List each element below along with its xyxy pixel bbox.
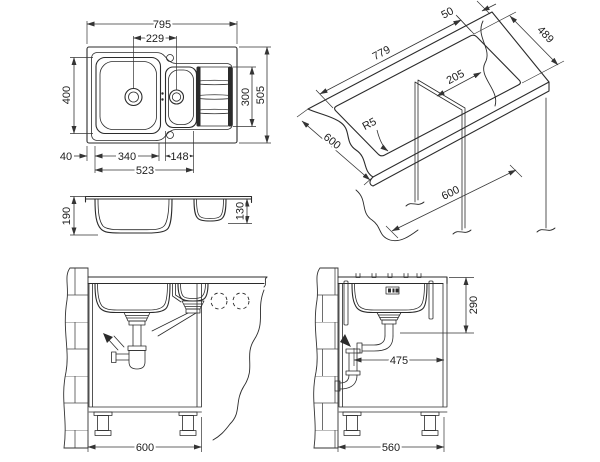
dim-label-600-front: 600 — [136, 442, 154, 454]
overflow-pipe — [172, 283, 185, 303]
dim-label-300: 300 — [240, 88, 252, 106]
dim-label-r5: R5 — [361, 116, 379, 133]
cabinet-front — [88, 283, 202, 413]
dim-label-523: 523 — [136, 165, 154, 177]
cabinet-side — [338, 283, 448, 413]
worktop-side — [337, 276, 448, 285]
worktop-thickness — [369, 81, 550, 187]
sink-outline — [86, 46, 238, 144]
main-bowl-section-inner — [97, 198, 170, 231]
half-drain — [168, 89, 185, 105]
drainer-rib-right — [228, 66, 232, 127]
main-bowl-inner — [99, 61, 157, 130]
mounting-bracket-left — [343, 280, 349, 326]
worktop-front — [87, 276, 268, 285]
wall-hatch — [63, 267, 89, 449]
main-bowl — [95, 56, 162, 135]
tap-hole-bottom — [166, 131, 174, 139]
half-bowl-front-inner — [180, 283, 206, 299]
mounting-bracket-right — [428, 280, 434, 320]
dim-779 — [319, 19, 462, 95]
waste-plumbing — [103, 300, 205, 370]
plan-view: 795 229 400 300 505 40 340 148 523 — [58, 17, 271, 179]
main-bowl-section — [94, 198, 173, 234]
cabinet-foot — [342, 411, 362, 436]
install-front-view: 600 — [63, 267, 268, 456]
rim-section — [84, 195, 253, 204]
dim-600-worktop — [301, 120, 371, 181]
section-break — [212, 289, 265, 441]
ext-600-left — [296, 108, 374, 186]
dim-label-505: 505 — [255, 86, 267, 104]
fixing-clips — [355, 273, 422, 278]
dim-label-205: 205 — [445, 68, 467, 87]
knockout-circle — [232, 292, 250, 310]
half-bowl-inner — [168, 69, 194, 125]
cabinet-foot — [178, 411, 198, 436]
dim-205 — [436, 72, 482, 97]
dim-label-229: 229 — [146, 33, 164, 45]
dim-label-130: 130 — [235, 202, 247, 220]
half-bowl-section — [193, 198, 227, 222]
dim-label-489: 489 — [534, 24, 555, 46]
ext-290 — [400, 277, 474, 334]
ext-400 — [70, 57, 93, 134]
cutout-view: 779 489 50 205 R5 600 600 — [296, 0, 565, 242]
dim-50-left — [437, 19, 462, 33]
wall-hatch — [313, 267, 339, 449]
half-bowl-section-inner — [196, 198, 224, 219]
worktop-break — [263, 276, 268, 288]
cabinet-foot — [93, 411, 113, 436]
install-side-view: 290 475 560 — [313, 267, 482, 456]
overflow-dot — [161, 98, 164, 101]
dim-label-50: 50 — [439, 5, 455, 21]
section-view: 190 130 — [59, 195, 253, 236]
tap-hole-top — [166, 54, 174, 62]
cabinet-panel-edge — [414, 79, 547, 231]
ext-779 — [315, 15, 475, 109]
dim-50-right — [481, 3, 497, 12]
pressed-contour — [91, 52, 233, 141]
dim-label-795: 795 — [153, 19, 171, 31]
dim-label-340: 340 — [118, 151, 136, 163]
ext-229 — [133, 36, 177, 90]
dim-label-600-base: 600 — [440, 184, 462, 203]
waste-plumbing-side — [334, 312, 402, 392]
dim-600-base — [391, 169, 517, 232]
dim-label-40: 40 — [60, 151, 72, 163]
dim-label-475: 475 — [390, 355, 408, 367]
main-drain — [124, 87, 143, 107]
ext-600-bottom — [385, 164, 523, 239]
overflow-dot — [161, 92, 164, 95]
drainer-grooves — [197, 66, 232, 127]
main-bowl-front-inner — [97, 283, 168, 311]
worktop-break-right — [480, 20, 497, 107]
leader-r5 — [376, 129, 389, 152]
cabinet-break-bottoms — [405, 201, 556, 235]
dim-label-190: 190 — [61, 207, 73, 225]
main-drain-inner — [128, 91, 139, 103]
dim-label-560: 560 — [382, 442, 400, 454]
cutout-opening — [334, 34, 521, 157]
cabinet-foot — [420, 411, 440, 436]
drainer-rib-left — [196, 66, 201, 127]
dim-label-290: 290 — [468, 296, 480, 314]
dim-489 — [509, 15, 559, 66]
dim-label-779: 779 — [371, 44, 393, 63]
knockout-circle — [210, 292, 228, 310]
dim-label-600-worktop: 600 — [321, 131, 343, 152]
overflow-fitting — [385, 286, 400, 295]
bowl-side-section-inner — [354, 283, 425, 311]
cabinet-break-left — [355, 189, 419, 242]
dim-label-148: 148 — [170, 151, 188, 163]
dim-label-400: 400 — [61, 86, 73, 104]
half-drain-inner — [171, 92, 182, 102]
